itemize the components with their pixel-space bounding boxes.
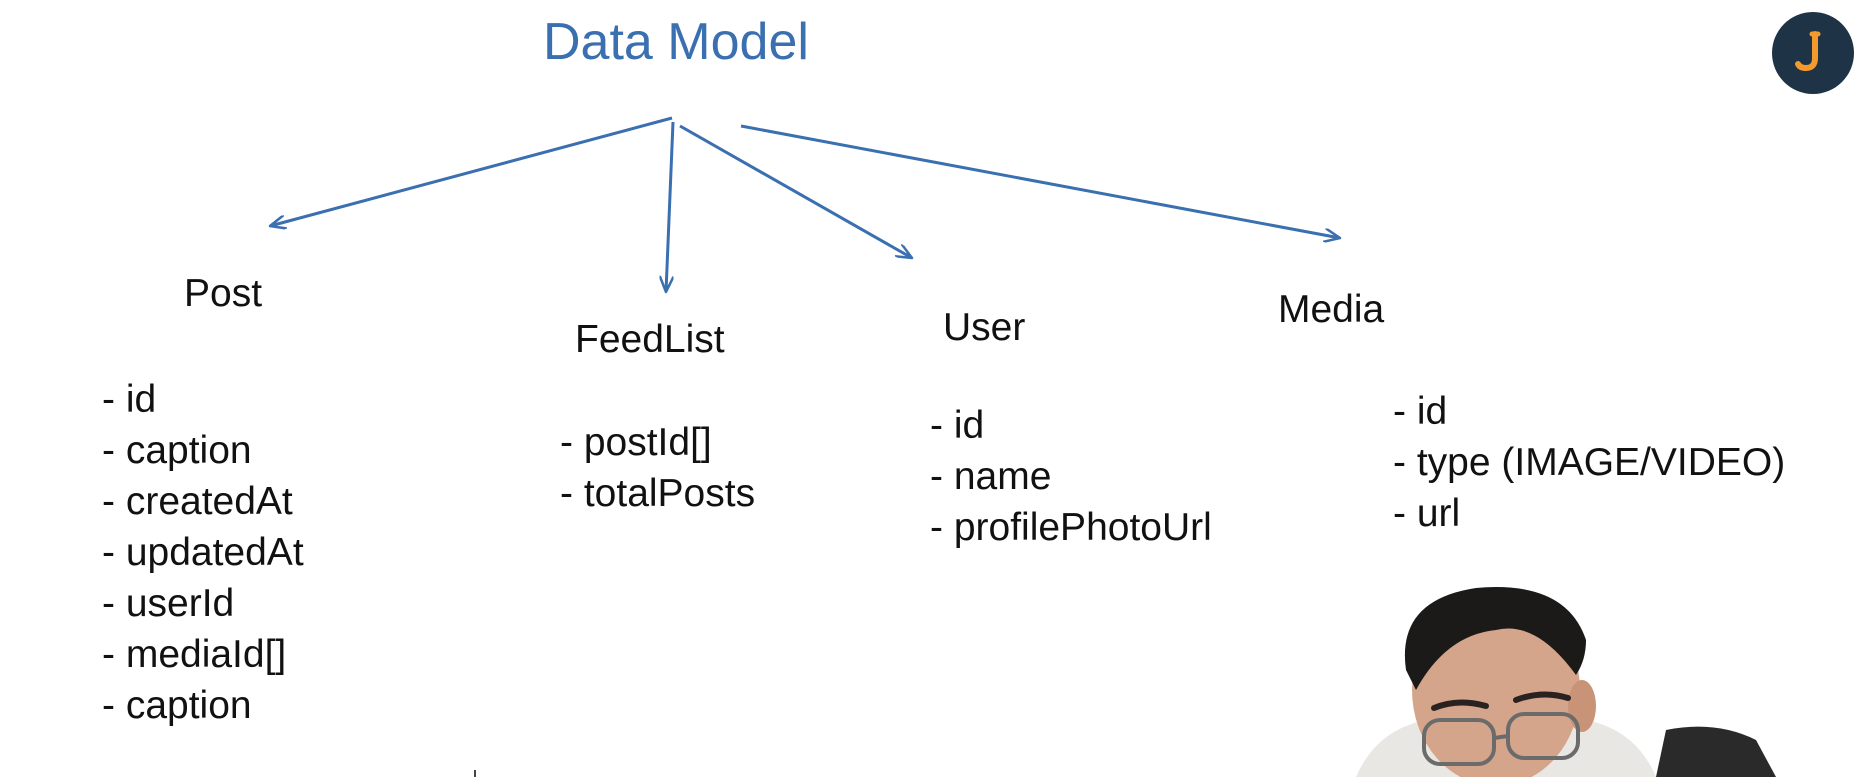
field-item: id xyxy=(102,374,304,425)
field-item: mediaId[] xyxy=(102,629,304,680)
arrow-to-media xyxy=(740,124,1340,238)
field-item: createdAt xyxy=(102,476,304,527)
entity-post-name: Post xyxy=(184,272,263,315)
entity-user-fields: id name profilePhotoUrl xyxy=(930,400,1212,553)
arrow-to-user xyxy=(679,124,912,260)
field-item: caption xyxy=(102,425,304,476)
arrow-to-feedlist xyxy=(666,121,675,292)
field-item: updatedAt xyxy=(102,527,304,578)
entity-media-fields: id type (IMAGE/VIDEO) url xyxy=(1393,386,1785,539)
diagram-title: Data Model xyxy=(543,13,809,71)
field-item: type (IMAGE/VIDEO) xyxy=(1393,437,1785,488)
entity-media-name: Media xyxy=(1278,288,1385,331)
field-item: totalPosts xyxy=(560,468,755,519)
field-item: profilePhotoUrl xyxy=(930,502,1212,553)
field-item: userId xyxy=(102,578,304,629)
entity-feedlist-name: FeedList xyxy=(575,318,725,361)
field-item: name xyxy=(930,451,1212,502)
presenter-webcam xyxy=(1336,580,1856,777)
entity-user-name: User xyxy=(943,306,1026,349)
field-item: caption xyxy=(102,680,304,731)
brand-logo-icon xyxy=(1772,12,1854,94)
field-item: id xyxy=(1393,386,1785,437)
stray-mark xyxy=(474,770,476,777)
arrow-to-post xyxy=(270,116,673,226)
field-item: url xyxy=(1393,488,1785,539)
entity-feedlist-fields: postId[] totalPosts xyxy=(560,417,755,519)
field-item: id xyxy=(930,400,1212,451)
entity-post-fields: id caption createdAt updatedAt userId me… xyxy=(102,374,304,731)
field-item: postId[] xyxy=(560,417,755,468)
